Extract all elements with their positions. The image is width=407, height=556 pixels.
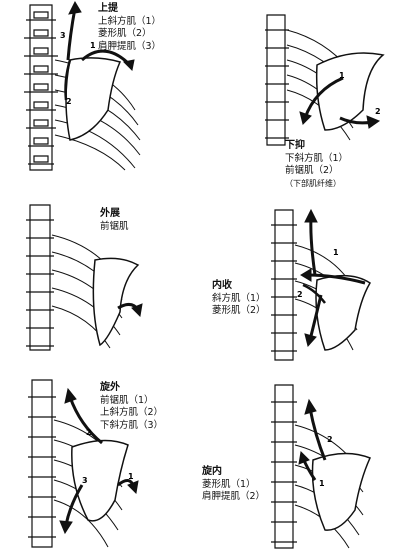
elevation-arrows	[64, 0, 135, 101]
depression-arrows	[299, 76, 381, 129]
arrow-number: 2	[297, 290, 303, 299]
depression-figure: 1 2	[265, 14, 385, 146]
arrow-number: 3	[60, 31, 66, 40]
spine	[271, 209, 297, 361]
panel-title: 内收	[212, 280, 232, 291]
muscle-name: 斜方肌（1）	[212, 292, 266, 304]
muscle-name: 前锯肌（1）	[100, 394, 154, 406]
arrow-number: 2	[66, 97, 72, 106]
adduction-figure: 1 2	[271, 208, 372, 361]
muscle-name: 前锯肌（2）	[285, 165, 339, 176]
muscle-name: 肩胛提肌（2）	[202, 491, 266, 502]
muscle-name: 前锯肌	[100, 220, 129, 232]
spine	[271, 384, 297, 549]
abduction-figure	[26, 204, 143, 351]
upward-rotation-arrows	[59, 387, 139, 535]
scapula	[315, 274, 372, 351]
arrow-number: 1	[339, 71, 345, 80]
fiber-note: （下部肌纤维）	[285, 178, 341, 188]
arrow-number: 2	[86, 428, 92, 437]
elevation-label: 上提 上斜方肌（1） 菱形肌（2） 肩胛提肌（3）	[98, 3, 161, 53]
muscle-name: 下斜方肌（1）	[285, 152, 349, 164]
ribs	[51, 234, 123, 349]
muscle-name: 肩胛提肌（3）	[98, 40, 162, 52]
arrow-number: 3	[82, 476, 88, 485]
depression-label: 下抑 下斜方肌（1） 前锯肌（2） （下部肌纤维）	[285, 140, 348, 190]
muscle-name: 菱形肌（1）	[202, 478, 256, 490]
scapula	[92, 257, 140, 347]
panel-title: 外展	[100, 208, 120, 219]
muscle-name: 上斜方肌（1）	[98, 15, 162, 27]
panel-title: 下抑	[285, 140, 305, 151]
adduction-label: 内收 斜方肌（1） 菱形肌（2）	[212, 280, 266, 318]
elevation-figure: 3 1 2	[24, 0, 141, 171]
downward-rotation-arrows	[298, 398, 327, 481]
arrow-number: 2	[327, 435, 333, 444]
muscle-name: 菱形肌（2）	[98, 28, 152, 39]
scapula	[65, 57, 122, 141]
upward-rotation-label: 旋外 前锯肌（1） 上斜方肌（2） 下斜方肌（3）	[100, 382, 163, 432]
panel-title: 上提	[98, 3, 118, 14]
muscle-name: 菱形肌（2）	[212, 305, 266, 316]
spine	[24, 4, 58, 171]
panel-title: 旋内	[202, 466, 222, 477]
arrow-number: 2	[375, 107, 381, 116]
scapula	[71, 439, 129, 522]
scapula	[315, 52, 385, 131]
upward-rotation-figure: 2 3 1	[28, 379, 139, 548]
arrow-number: 1	[128, 472, 134, 481]
downward-rotation-figure: 2 1	[271, 384, 372, 549]
abduction-arrow	[117, 303, 143, 318]
scapula	[311, 452, 372, 531]
muscle-name: 上斜方肌（2）	[100, 407, 164, 418]
downward-rotation-label: 旋内 菱形肌（1） 肩胛提肌（2）	[202, 466, 265, 504]
adduction-arrows	[300, 208, 366, 348]
arrow-number: 1	[90, 41, 96, 50]
abduction-label: 外展 前锯肌	[100, 208, 129, 233]
arrow-number: 1	[333, 248, 339, 257]
arrow-number: 1	[319, 479, 325, 488]
spine	[26, 204, 54, 351]
panel-title: 旋外	[100, 382, 120, 393]
spine	[265, 14, 289, 146]
spine	[28, 379, 56, 548]
muscle-name: 下斜方肌（3）	[100, 419, 164, 431]
